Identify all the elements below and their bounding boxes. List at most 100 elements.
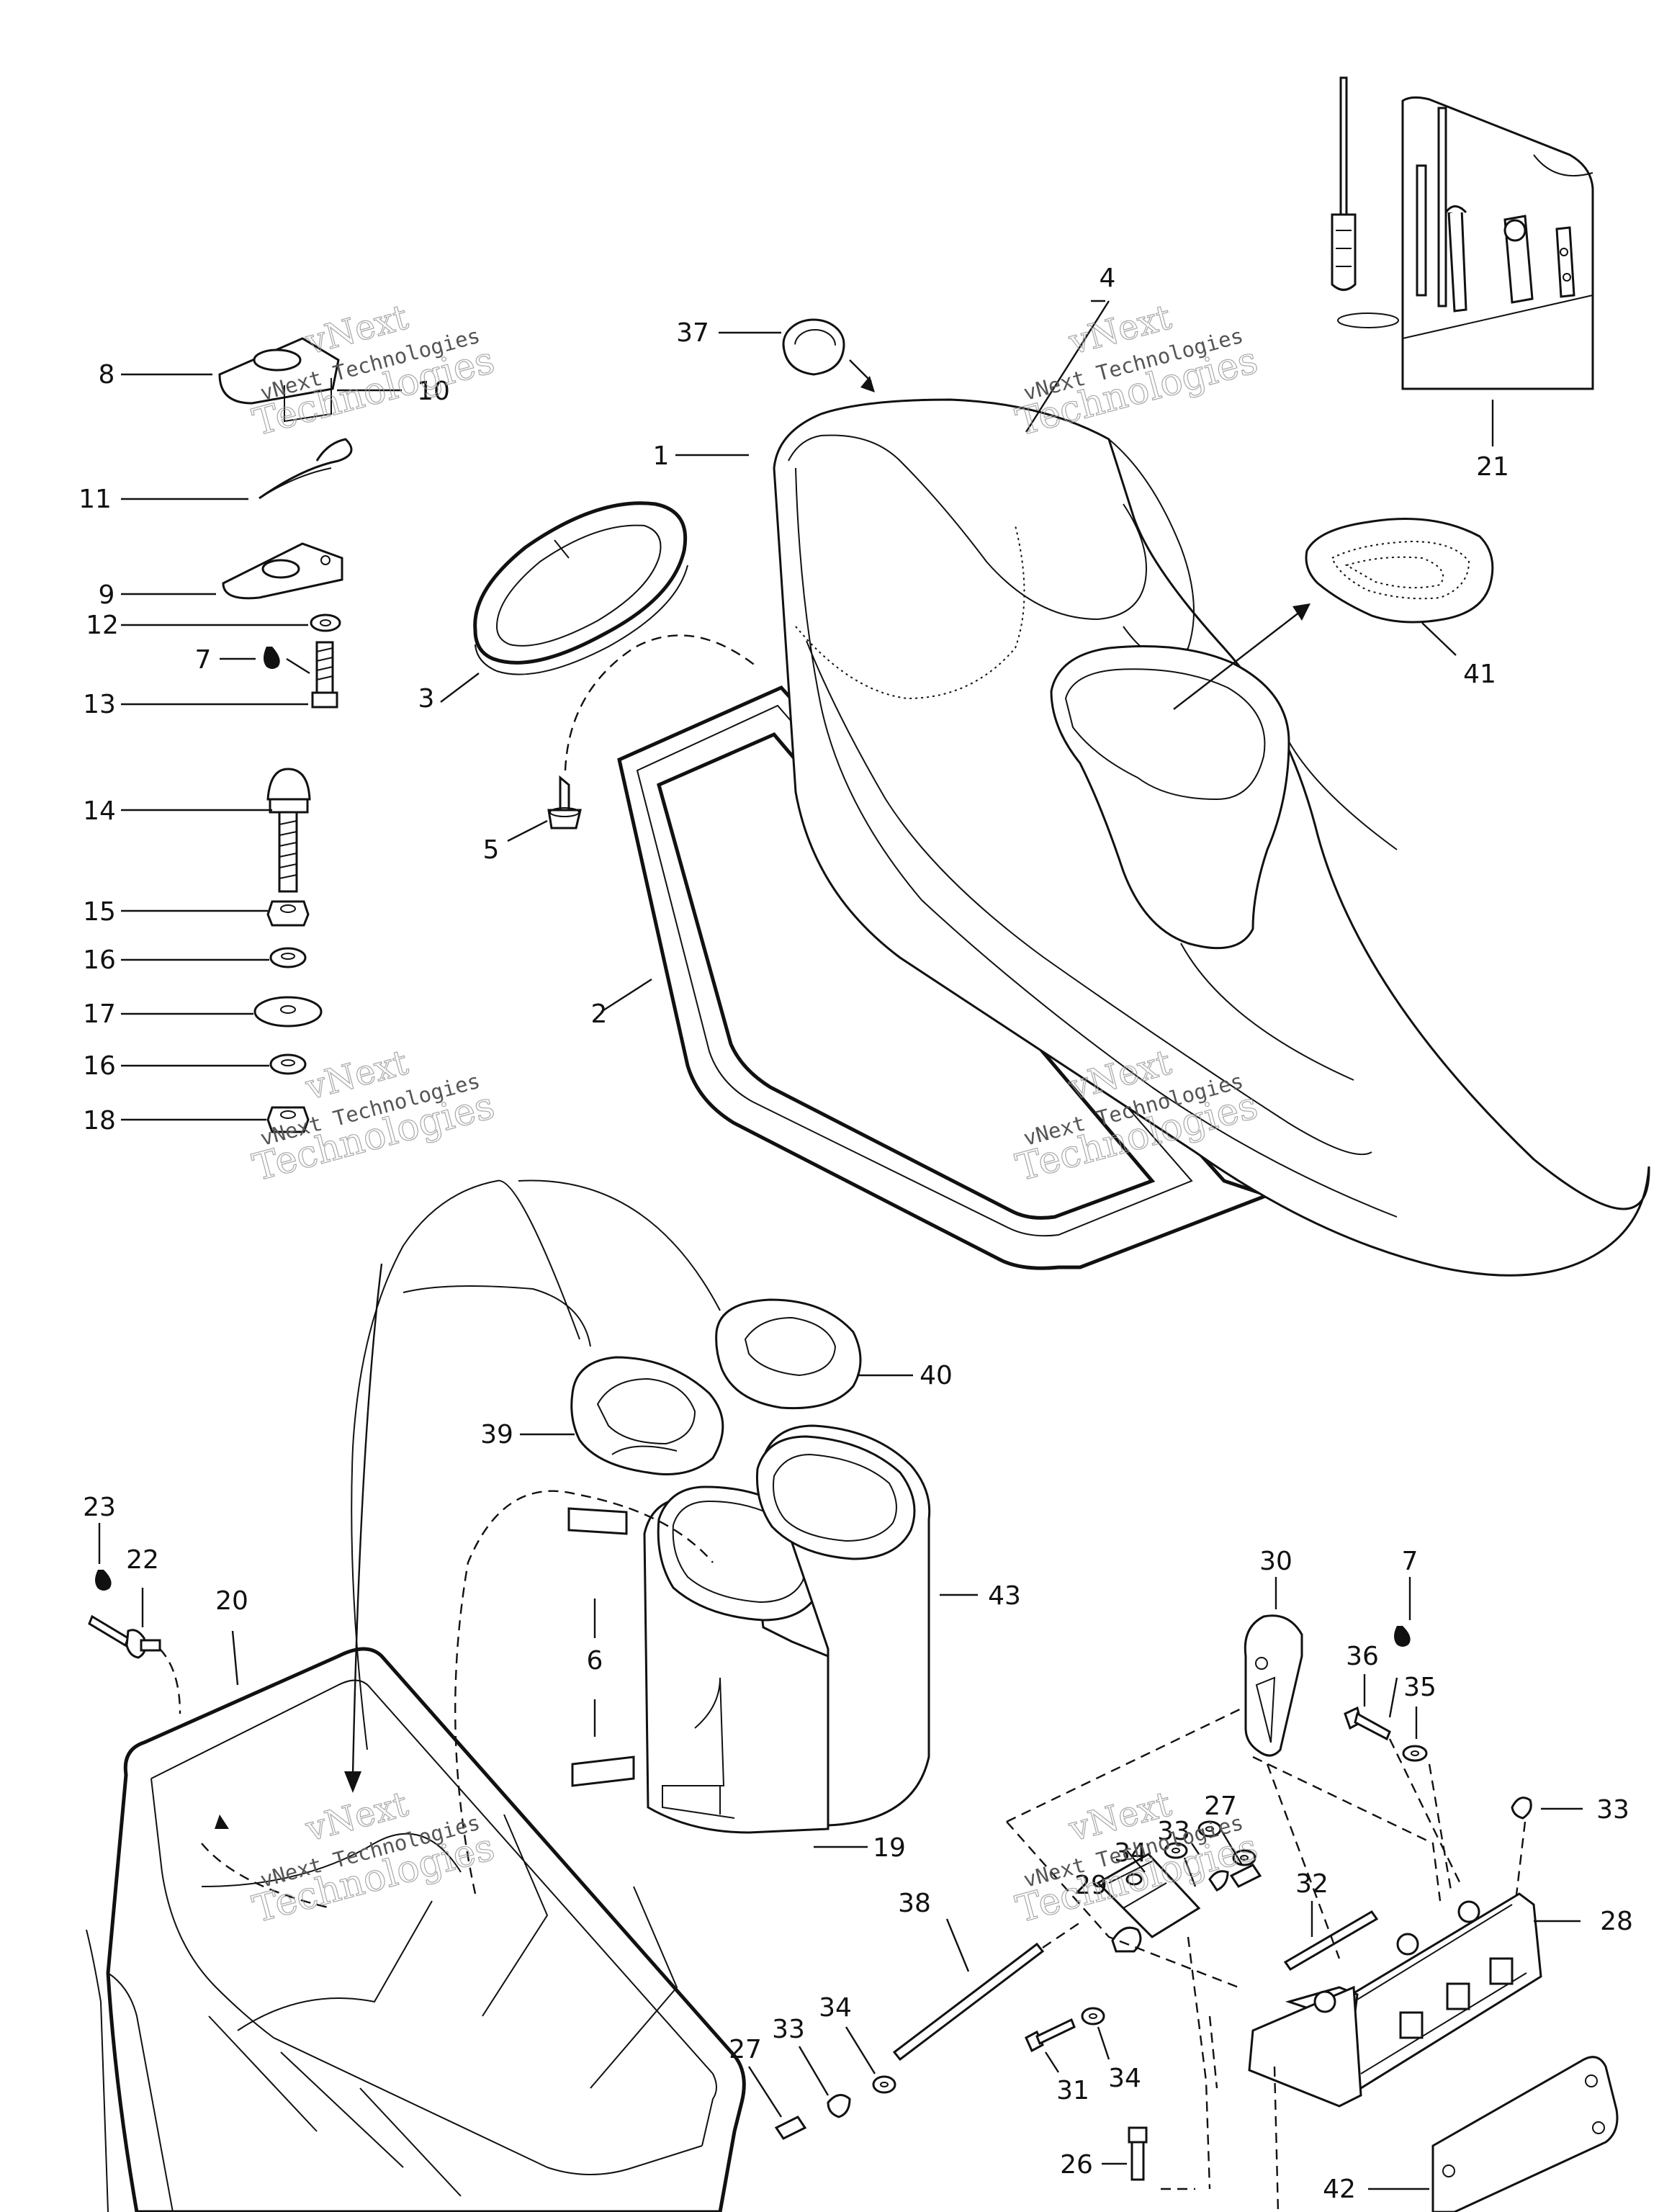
- callout-37: 37: [676, 318, 709, 348]
- callout-4: 4: [1100, 264, 1116, 293]
- washer-part-17: [253, 996, 323, 1028]
- cap-part-37: [782, 318, 845, 376]
- callout-29: 29: [1074, 1871, 1107, 1900]
- grip-pad-part-41: [1305, 518, 1494, 624]
- callout-10: 10: [417, 377, 450, 406]
- clip-part-11: [258, 438, 353, 500]
- arrow-icon: [860, 376, 875, 392]
- callout-7a: 7: [195, 645, 212, 675]
- strap-part-6: [567, 1507, 635, 1787]
- callout-34c: 34: [1108, 2064, 1141, 2093]
- callout-33c: 33: [772, 2015, 805, 2044]
- callout-11: 11: [78, 485, 112, 514]
- left-leaders: [121, 373, 402, 1121]
- callout-14: 14: [83, 796, 116, 826]
- callout-31: 31: [1056, 2076, 1089, 2105]
- nut-part-18: [266, 1106, 310, 1133]
- callout-1: 1: [653, 441, 670, 471]
- watermark-2: vNext vNext Technologies Technologies: [1011, 297, 1262, 445]
- callout-39: 39: [480, 1420, 513, 1449]
- callout-28: 28: [1600, 1907, 1633, 1936]
- callout-42: 42: [1323, 2175, 1356, 2204]
- adhesive-drop-icon-2: [95, 1570, 112, 1591]
- callout-labels: 4 37 8 10 1 11 9 12 7 13 3 5 14 15 16 17…: [78, 264, 1633, 2204]
- callout-12: 12: [86, 611, 119, 640]
- callout-16b: 16: [83, 1051, 116, 1081]
- callout-40: 40: [920, 1361, 953, 1390]
- washer-part-12: [310, 613, 341, 632]
- latch-part-8: [218, 337, 340, 423]
- knob-part-30: [1244, 1614, 1303, 1757]
- callout-30: 30: [1259, 1547, 1292, 1576]
- seat-cover-part-1: [773, 398, 1650, 1277]
- washer-part-34c: [1081, 2007, 1105, 2026]
- callout-7b: 7: [1402, 1547, 1419, 1576]
- adhesive-drop-icon-3: [1394, 1626, 1411, 1647]
- bolt-part-36: [1344, 1706, 1391, 1741]
- clip-part-33c: [827, 2094, 851, 2118]
- pin-part-27a: [1229, 1863, 1262, 1888]
- callout-8: 8: [99, 360, 115, 390]
- adhesive-drop-icon: [264, 647, 280, 669]
- leader-3: [440, 673, 480, 703]
- seal-curve: [351, 1179, 580, 1750]
- lid-part-39: [570, 1356, 724, 1475]
- screw-part-5: [547, 775, 582, 830]
- callout-20: 20: [215, 1586, 248, 1616]
- callout-27b: 27: [729, 2035, 762, 2064]
- callout-22: 22: [126, 1545, 159, 1575]
- nut-part-15: [266, 900, 310, 927]
- callout-9: 9: [99, 580, 115, 610]
- callout-36: 36: [1346, 1642, 1379, 1671]
- callout-23: 23: [83, 1493, 116, 1522]
- clip-part-33a: [1511, 1797, 1532, 1820]
- callout-38: 38: [898, 1889, 931, 1918]
- stopper-part-14: [266, 768, 311, 893]
- bracket-part-28: [1248, 1892, 1542, 2108]
- pin-part-32: [1283, 1910, 1379, 1971]
- callout-41: 41: [1463, 660, 1496, 689]
- callout-35: 35: [1403, 1673, 1437, 1702]
- callout-34a: 34: [1114, 1838, 1147, 1868]
- latch-base-part-9: [222, 542, 343, 600]
- callout-26: 26: [1060, 2150, 1093, 2180]
- washer-part-35: [1402, 1745, 1428, 1762]
- callout-15: 15: [83, 897, 116, 927]
- rod-part-38: [892, 1942, 1045, 2062]
- frame-gasket-part-2: [617, 685, 1273, 1270]
- callout-17: 17: [83, 999, 116, 1029]
- washers-34-33: [1164, 1820, 1256, 1892]
- washer-part-16a: [269, 947, 307, 968]
- callout-27a: 27: [1204, 1791, 1237, 1821]
- callout-18: 18: [83, 1106, 116, 1136]
- seal-ring-part-3: [473, 501, 688, 675]
- callout-33b: 33: [1157, 1817, 1190, 1846]
- callout-13: 13: [83, 690, 116, 719]
- washer-part-16b: [269, 1053, 307, 1075]
- plate-part-42: [1431, 2056, 1619, 2212]
- callout-43: 43: [988, 1581, 1021, 1611]
- callout-3: 3: [418, 684, 435, 714]
- container-part-43: [755, 1424, 931, 1827]
- screw-part-13: [311, 641, 338, 709]
- washer-part-34b: [872, 2075, 896, 2094]
- callout-5: 5: [483, 835, 500, 865]
- callout-34b: 34: [819, 1993, 852, 2023]
- tool-kit-part-21: [1331, 76, 1594, 390]
- callout-19: 19: [873, 1833, 906, 1863]
- callout-21: 21: [1476, 452, 1509, 482]
- bolt-part-31: [1025, 2018, 1076, 2053]
- bolt-part-26: [1128, 2126, 1148, 2181]
- callout-33a: 33: [1596, 1795, 1629, 1825]
- callout-2: 2: [591, 999, 608, 1029]
- lid-part-40: [715, 1298, 862, 1410]
- hinge-part-29: [1096, 1853, 1201, 1953]
- callout-32: 32: [1295, 1869, 1328, 1899]
- assembly-dash-lines: [1006, 1705, 1463, 2212]
- pin-part-27b: [774, 2116, 807, 2140]
- callout-16a: 16: [83, 945, 116, 975]
- storage-bin-part-20: [86, 1647, 746, 2212]
- rivet-part-22: [88, 1614, 161, 1659]
- callout-6: 6: [587, 1646, 603, 1676]
